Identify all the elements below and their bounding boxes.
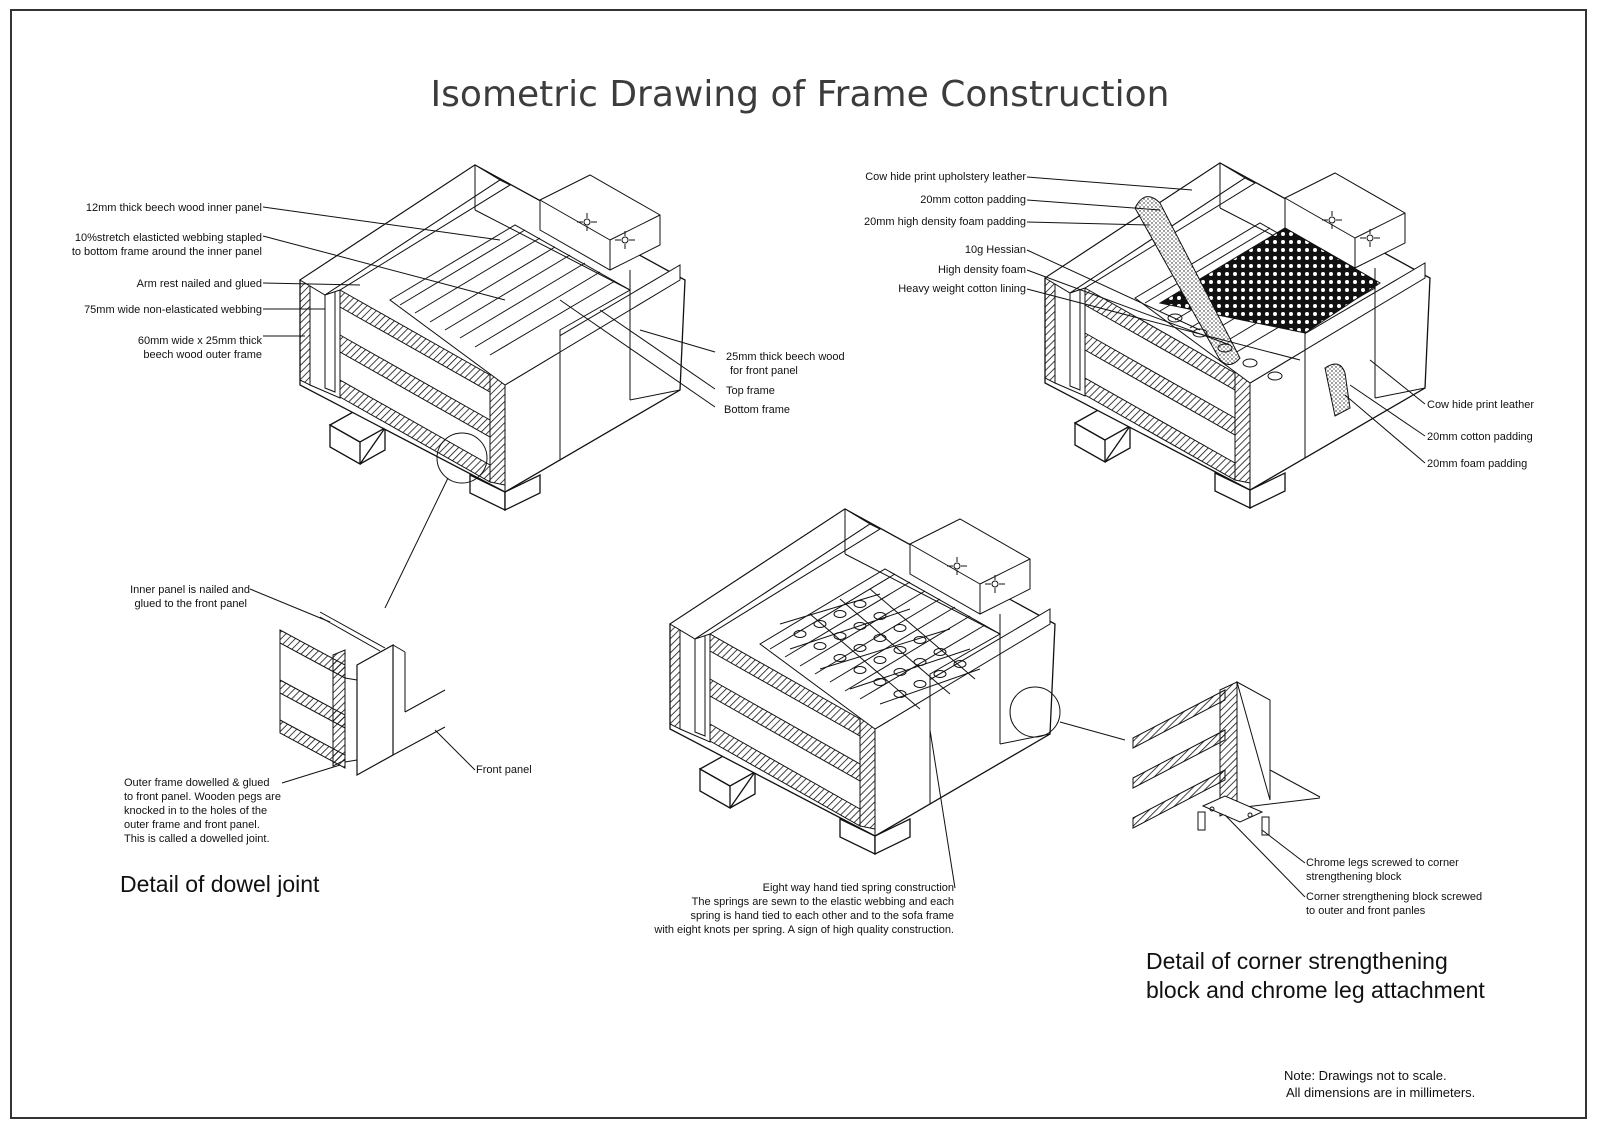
label-dowel-outer-line1: Outer frame dowelled & glued bbox=[124, 777, 270, 789]
label-springs-line3: spring is hand tied to each other and to… bbox=[690, 910, 954, 922]
corner-detail-callout-circle bbox=[1009, 686, 1061, 738]
spring-construction-sofa bbox=[669, 508, 1056, 855]
label-arm-rest: Arm rest nailed and glued bbox=[137, 278, 262, 290]
label-dowel-outer-line4: outer frame and front panel. bbox=[124, 819, 260, 831]
label-dowel-outer-line5: This is called a dowelled joint. bbox=[124, 833, 270, 845]
label-top-frame: Top frame bbox=[726, 385, 775, 397]
spring-leader bbox=[929, 729, 956, 889]
corner-detail-leader bbox=[1059, 721, 1126, 741]
label-chrome-legs-line2: strengthening block bbox=[1306, 871, 1402, 883]
label-upholstery-leather: Cow hide print upholstery leather bbox=[865, 171, 1026, 183]
label-hessian: 10g Hessian bbox=[965, 244, 1026, 256]
label-right-leather: Cow hide print leather bbox=[1427, 399, 1534, 411]
label-right-foam: 20mm foam padding bbox=[1427, 458, 1527, 470]
caption-corner-line1: Detail of corner strengthening bbox=[1146, 948, 1448, 974]
label-inner-panel: 12mm thick beech wood inner panel bbox=[86, 202, 262, 214]
label-springs-line4: with eight knots per spring. A sign of h… bbox=[653, 924, 954, 936]
drawing-sheet-border bbox=[10, 9, 1587, 1119]
label-corner-block-line2: to outer and front panles bbox=[1306, 905, 1426, 917]
frame-leaders bbox=[262, 206, 716, 408]
label-dowel-inner-line1: Inner panel is nailed and bbox=[130, 584, 250, 596]
label-non-elastic-webbing: 75mm wide non-elasticated webbing bbox=[84, 304, 262, 316]
label-front-panel-line2: for front panel bbox=[730, 365, 798, 377]
dowel-joint-detail bbox=[279, 611, 446, 777]
label-outer-frame-line2: beech wood outer frame bbox=[143, 349, 262, 361]
label-dowel-front-panel: Front panel bbox=[476, 764, 532, 776]
label-dowel-outer-line3: knocked in to the holes of the bbox=[124, 805, 267, 817]
dowel-detail-leader bbox=[384, 477, 449, 609]
label-cotton-padding: 20mm cotton padding bbox=[920, 194, 1026, 206]
label-dowel-inner-line2: glued to the front panel bbox=[134, 598, 247, 610]
label-cotton-lining: Heavy weight cotton lining bbox=[898, 283, 1026, 295]
upholstery-leaders bbox=[1026, 176, 1426, 464]
dowel-detail-callout-circle bbox=[436, 432, 488, 484]
note-line2: All dimensions are in millimeters. bbox=[1286, 1085, 1475, 1100]
upholstered-sofa bbox=[1044, 162, 1431, 509]
frame-construction-sofa bbox=[299, 164, 686, 511]
caption-dowel-joint: Detail of dowel joint bbox=[120, 871, 320, 897]
label-foam-padding: 20mm high density foam padding bbox=[864, 216, 1026, 228]
corner-block-detail bbox=[1132, 680, 1321, 836]
label-chrome-legs-line1: Chrome legs screwed to corner bbox=[1306, 857, 1459, 869]
drawing-title: Isometric Drawing of Frame Construction bbox=[431, 74, 1170, 115]
label-dowel-outer-line2: to front panel. Wooden pegs are bbox=[124, 791, 281, 803]
label-springs-line2: The springs are sewn to the elastic webb… bbox=[692, 896, 954, 908]
caption-corner-line2: block and chrome leg attachment bbox=[1146, 977, 1485, 1003]
label-right-cotton: 20mm cotton padding bbox=[1427, 431, 1533, 443]
label-corner-block-line1: Corner strengthening block screwed bbox=[1306, 891, 1482, 903]
note-line1: Note: Drawings not to scale. bbox=[1284, 1068, 1447, 1083]
label-high-density-foam: High density foam bbox=[938, 264, 1026, 276]
label-springs-line1: Eight way hand tied spring construction bbox=[763, 882, 954, 894]
label-front-panel-line1: 25mm thick beech wood bbox=[726, 351, 845, 363]
label-webbing-line1: 10%stretch elasticted webbing stapled bbox=[75, 232, 262, 244]
label-outer-frame-line1: 60mm wide x 25mm thick bbox=[138, 335, 263, 347]
label-webbing-line2: to bottom frame around the inner panel bbox=[72, 246, 262, 258]
label-bottom-frame: Bottom frame bbox=[724, 404, 790, 416]
